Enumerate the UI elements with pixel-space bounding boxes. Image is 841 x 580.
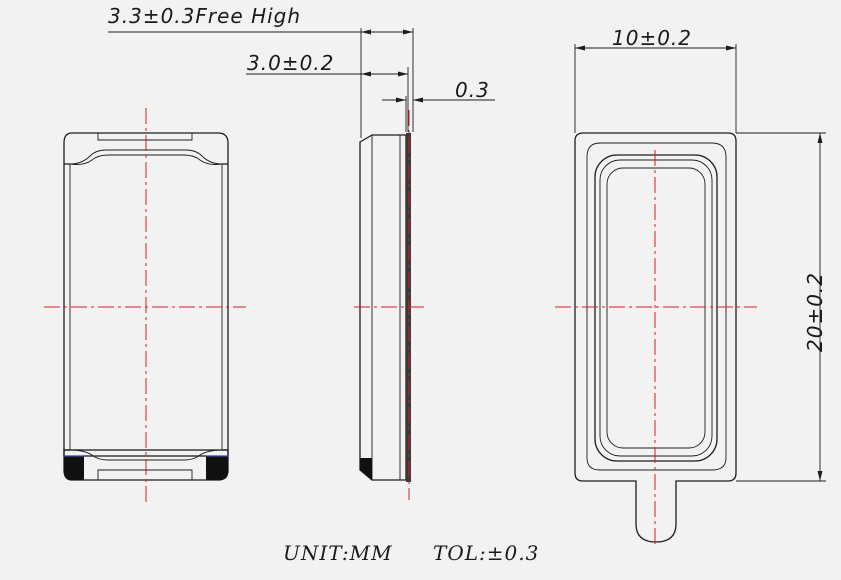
overall-height-label: 3.3±0.3Free High — [108, 4, 301, 28]
body-height-label: 3.0±0.2 — [247, 51, 334, 75]
terminal-pad-right — [206, 456, 228, 480]
unit-note: UNIT:MM — [283, 541, 393, 565]
back-view — [44, 108, 246, 505]
terminal-pad-left — [64, 456, 84, 480]
width-label: 10±0.2 — [612, 26, 692, 50]
membrane-thickness-label: 0.3 — [455, 78, 490, 102]
tolerance-note: TOL:±0.3 — [433, 541, 539, 565]
side-view — [108, 28, 495, 500]
side-terminal — [360, 458, 372, 480]
front-view — [555, 44, 826, 545]
length-label: 20±0.2 — [803, 272, 827, 352]
